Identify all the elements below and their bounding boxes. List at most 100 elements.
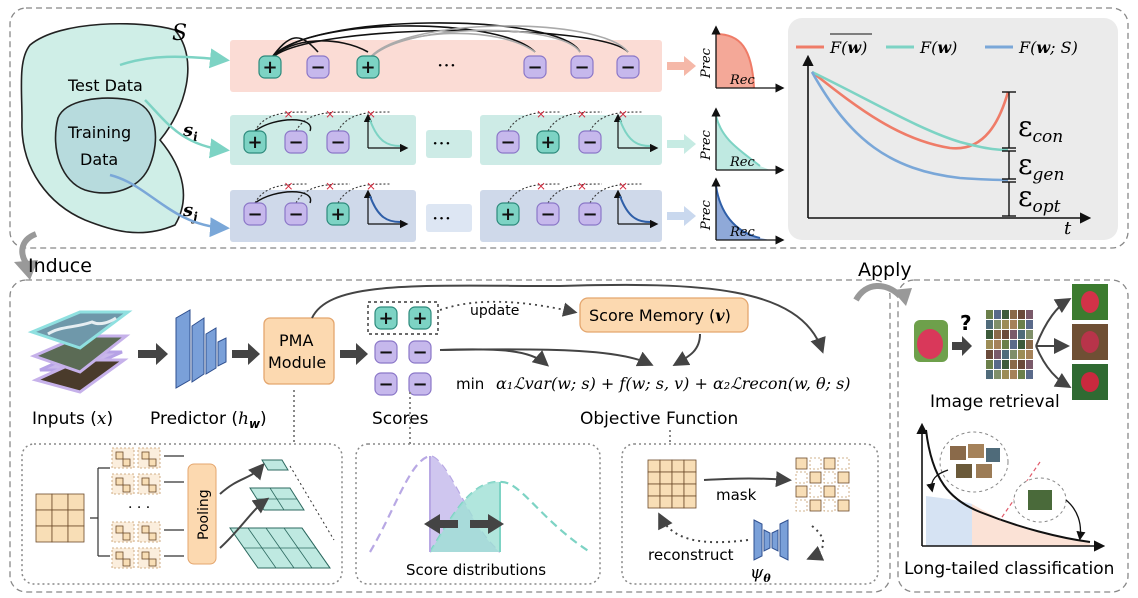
tail-pointer (1065, 499, 1086, 541)
score-pos-1-sign: + (412, 308, 427, 329)
row2-right-background (480, 115, 662, 165)
row1-node-r2: − (616, 55, 640, 79)
pos-dist-dashed (429, 480, 591, 553)
gallery-thumb (1026, 370, 1033, 379)
row2-left-background (230, 115, 416, 165)
row3-arc-0 (254, 183, 309, 204)
inputs-to-predictor-arrow (138, 343, 168, 365)
row1-arcs (269, 22, 629, 61)
row3-node-0-sign: − (247, 204, 262, 225)
row3-node-1-sign: − (288, 204, 303, 225)
score-neg-0-sign: − (378, 342, 393, 363)
row1-ellipsis: ··· (437, 53, 456, 77)
row2-node-2-sign: − (330, 132, 345, 153)
row1-node-0: + (258, 55, 282, 79)
gallery-thumb (1002, 370, 1009, 379)
row3-arcr-0 (507, 183, 561, 204)
gallery-thumb (994, 360, 1001, 369)
arrow-to-row1 (119, 48, 230, 69)
gallery-thumb (994, 310, 1001, 319)
legend-fbar: F(w) (829, 38, 867, 57)
patch-pair-1 (111, 473, 184, 495)
arrow-to-row2 (144, 99, 230, 159)
curve-con (811, 70, 1010, 150)
method-panel-border (9, 279, 891, 593)
row2-node-1: − (284, 130, 308, 154)
score-pos-1: + (408, 306, 432, 330)
gallery-thumb (1018, 340, 1025, 349)
score-memory-box (579, 297, 749, 333)
row2-crossr-2: × (618, 107, 628, 121)
row1-node-r2-sign: − (620, 57, 635, 78)
induce-label: Induce (28, 255, 92, 277)
score-neg-2-sign: − (378, 374, 393, 395)
pr-curve-1-line (715, 33, 755, 89)
pr-curve-3-line (715, 185, 761, 239)
mini-pr-plot (613, 189, 659, 229)
predictor-to-pma-arrow (232, 343, 260, 365)
row1-node-r1: − (570, 55, 594, 79)
row2-crossr-0: × (536, 107, 546, 121)
objective-label: Objective Function (580, 409, 738, 429)
gallery-thumb (986, 320, 993, 329)
gallery-thumb (1018, 370, 1025, 379)
image-gallery (986, 310, 1033, 379)
pma-to-objective-arrow (311, 283, 826, 354)
row2-arc-1 (295, 111, 351, 132)
tail-class-thumb (1028, 490, 1052, 510)
pr-curve-3-area (716, 186, 770, 240)
curve-opt (810, 71, 1009, 182)
question-mark: ? (960, 311, 972, 335)
pma-to-scores-arrow (340, 343, 368, 365)
query-arrow (952, 336, 972, 356)
row2-arcr-1 (547, 111, 603, 132)
row3-arcr-1 (547, 183, 603, 204)
row2-solid-arc (254, 119, 312, 132)
row2-arc-2 (337, 111, 391, 132)
row1-node-0-sign: + (262, 57, 277, 78)
training-label-1: Training (67, 123, 131, 142)
gallery-thumb (1010, 310, 1017, 319)
gallery-thumb (1026, 320, 1033, 329)
row2-node-0: + (243, 130, 267, 154)
row3-node-1: − (284, 202, 308, 226)
reconstruct-arrow (658, 512, 749, 544)
patch-ellipsis: · · · (128, 500, 150, 516)
row1-background (230, 40, 662, 92)
row3-left-background (230, 190, 416, 242)
row2-node-0-sign: + (247, 132, 262, 153)
input-images-stack (27, 310, 133, 394)
pooling-label: Pooling (196, 489, 212, 540)
score-pos-0: + (374, 306, 398, 330)
gallery-thumb (1026, 310, 1033, 319)
left-push-arrow (424, 514, 458, 534)
pr-curve-2-rec-label: Rec (729, 155, 755, 170)
row2-nodes: ××××××+−−−+− (243, 107, 643, 154)
scores-to-objective-arrow (439, 348, 550, 367)
apply-label: Apply (858, 259, 912, 281)
set-s-label: S (172, 21, 187, 46)
row3-fat-arrow (667, 206, 696, 226)
gallery-thumb (1010, 320, 1017, 329)
gallery-thumb (1002, 360, 1009, 369)
test-data-label: Test Data (67, 76, 143, 95)
input-feature-grid (35, 493, 85, 543)
pooling-box (187, 463, 217, 565)
gallery-thumb (986, 350, 993, 359)
arrow-to-row3 (109, 173, 230, 238)
row3-mid-background (426, 204, 472, 232)
row2-mid-background (426, 130, 472, 158)
scores-to-objective-arrow-2 (441, 348, 654, 367)
gallery-thumb (1002, 320, 1009, 329)
row3-node-r0-sign: + (500, 204, 515, 225)
gallery-thumb (994, 350, 1001, 359)
row3-ellipsis: ··· (432, 206, 451, 230)
row3-arc-2 (337, 183, 391, 204)
row3-crossr-0: × (536, 179, 546, 193)
gallery-thumb (994, 370, 1001, 379)
gallery-thumb (1018, 350, 1025, 359)
row3-crossr-1: × (577, 179, 587, 193)
